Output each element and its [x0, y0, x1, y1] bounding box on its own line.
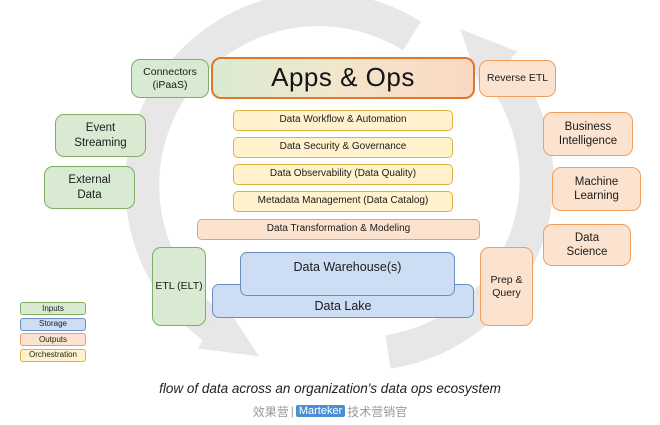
external-data-box: External Data: [44, 166, 135, 209]
watermark-prefix: 效果营: [252, 404, 289, 419]
watermark-brand-badge: Marteker: [295, 405, 346, 417]
data-warehouse-box: Data Warehouse(s): [240, 252, 455, 296]
legend: Inputs Storage Outputs Orchestration: [20, 302, 86, 364]
legend-item-inputs: Inputs: [20, 302, 86, 315]
reverse-etl-box: Reverse ETL: [479, 60, 556, 97]
observability-bar: Data Observability (Data Quality): [233, 164, 453, 185]
business-intelligence-box: Business Intelligence: [543, 112, 633, 156]
etl-box: ETL (ELT): [152, 247, 206, 326]
apps-ops-box: Apps & Ops: [211, 57, 475, 99]
prep-query-box: Prep & Query: [480, 247, 533, 326]
metadata-management-bar: Metadata Management (Data Catalog): [233, 191, 453, 212]
watermark-suffix: 技术营销官: [347, 404, 408, 419]
cycle-arrow-right-icon: [385, 29, 554, 369]
event-streaming-box: Event Streaming: [55, 114, 146, 157]
security-governance-bar: Data Security & Governance: [233, 137, 453, 158]
legend-item-orchestration: Orchestration: [20, 348, 86, 362]
legend-item-outputs: Outputs: [20, 333, 86, 346]
watermark: 效果营 | Marteker 技术营销官: [0, 402, 660, 420]
connectors-box: Connectors (iPaaS): [131, 59, 209, 98]
legend-item-storage: Storage: [20, 317, 86, 331]
machine-learning-box: Machine Learning: [552, 167, 641, 211]
watermark-separator: |: [290, 404, 294, 418]
data-science-box: Data Science: [543, 224, 631, 266]
workflow-automation-bar: Data Workflow & Automation: [233, 110, 453, 131]
transformation-bar: Data Transformation & Modeling: [197, 219, 480, 240]
caption: flow of data across an organization's da…: [159, 381, 501, 396]
